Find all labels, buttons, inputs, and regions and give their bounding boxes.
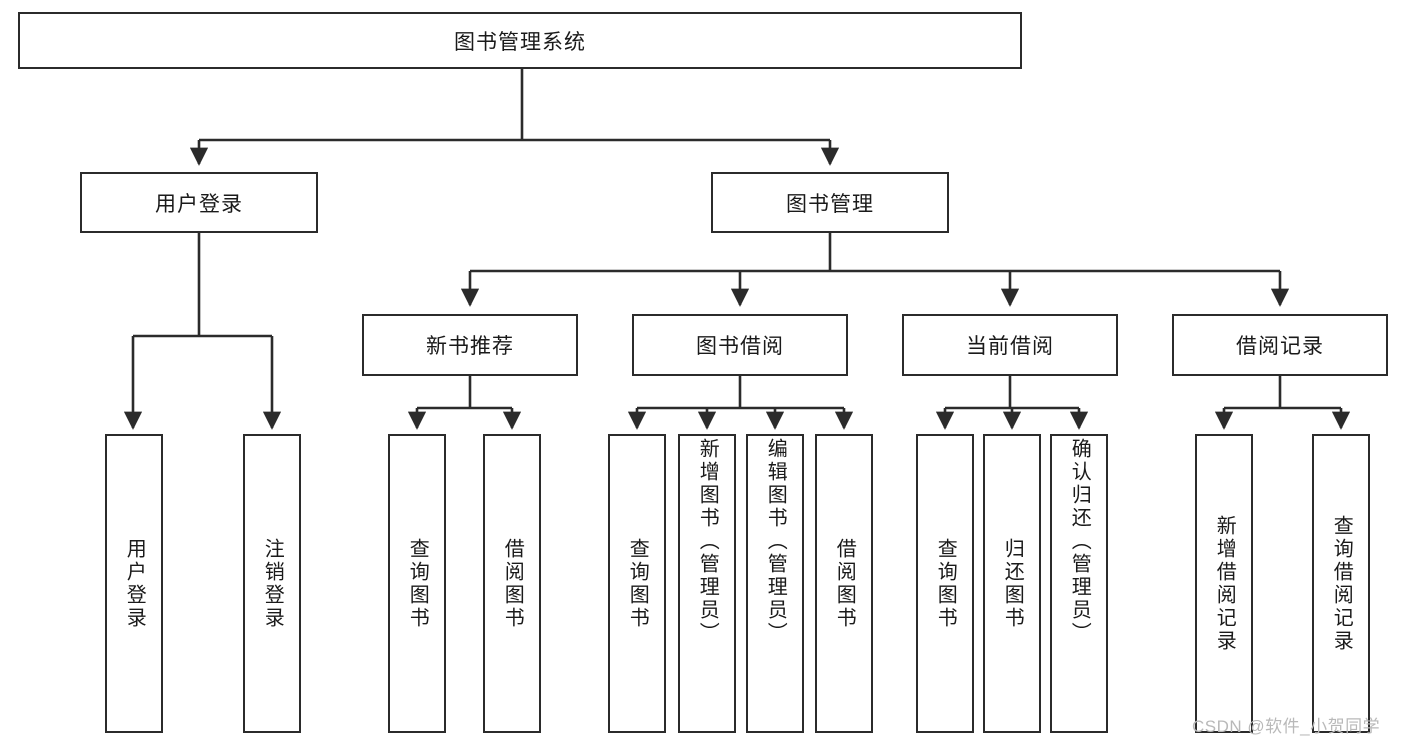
node-new-book-recommend[interactable]: 新书推荐 <box>362 314 578 376</box>
leaf-label: 用户登录 <box>123 537 146 630</box>
node-root-label: 图书管理系统 <box>454 30 586 54</box>
node-borrow-record[interactable]: 借阅记录 <box>1172 314 1388 376</box>
leaf-user-login-login[interactable]: 用户登录 <box>105 434 163 733</box>
leaf-borrow-add-book-admin[interactable]: 新增图书（管理员） <box>678 434 736 733</box>
node-new-book-recommend-label: 新书推荐 <box>426 335 514 358</box>
leaf-label: 查询图书 <box>934 537 957 630</box>
node-book-management-label: 图书管理 <box>786 192 874 216</box>
node-borrow-record-label: 借阅记录 <box>1236 335 1324 358</box>
leaf-recommend-borrow-book[interactable]: 借阅图书 <box>483 434 541 733</box>
leaf-label: 新增图书（管理员） <box>696 438 719 645</box>
leaf-label: 查询借阅记录 <box>1330 514 1353 653</box>
leaf-label: 借阅图书 <box>501 537 524 630</box>
leaf-current-query-book[interactable]: 查询图书 <box>916 434 974 733</box>
leaf-user-login-logout[interactable]: 注销登录 <box>243 434 301 733</box>
leaf-label: 归还图书 <box>1001 537 1024 630</box>
leaf-borrow-edit-book-admin[interactable]: 编辑图书（管理员） <box>746 434 804 733</box>
leaf-recommend-query-book[interactable]: 查询图书 <box>388 434 446 733</box>
watermark: CSDN @软件_小贺同学 <box>1192 717 1381 736</box>
leaf-label: 查询图书 <box>626 537 649 630</box>
node-current-borrow[interactable]: 当前借阅 <box>902 314 1118 376</box>
leaf-borrow-borrow-book[interactable]: 借阅图书 <box>815 434 873 733</box>
leaf-label: 编辑图书（管理员） <box>764 438 787 645</box>
leaf-current-confirm-return-admin[interactable]: 确认归还（管理员） <box>1050 434 1108 733</box>
leaf-label: 借阅图书 <box>833 537 856 630</box>
leaf-record-query-record[interactable]: 查询借阅记录 <box>1312 434 1370 733</box>
leaf-record-add-record[interactable]: 新增借阅记录 <box>1195 434 1253 733</box>
leaf-label: 注销登录 <box>261 537 284 630</box>
leaf-label: 确认归还（管理员） <box>1068 438 1091 645</box>
node-root[interactable]: 图书管理系统 <box>18 12 1022 69</box>
node-user-login-label: 用户登录 <box>155 192 243 216</box>
node-book-borrow[interactable]: 图书借阅 <box>632 314 848 376</box>
node-book-borrow-label: 图书借阅 <box>696 335 784 358</box>
leaf-label: 新增借阅记录 <box>1213 514 1236 653</box>
leaf-current-return-book[interactable]: 归还图书 <box>983 434 1041 733</box>
leaf-label: 查询图书 <box>406 537 429 630</box>
node-user-login[interactable]: 用户登录 <box>80 172 318 233</box>
leaf-borrow-query-book[interactable]: 查询图书 <box>608 434 666 733</box>
node-book-management[interactable]: 图书管理 <box>711 172 949 233</box>
node-current-borrow-label: 当前借阅 <box>966 335 1054 358</box>
